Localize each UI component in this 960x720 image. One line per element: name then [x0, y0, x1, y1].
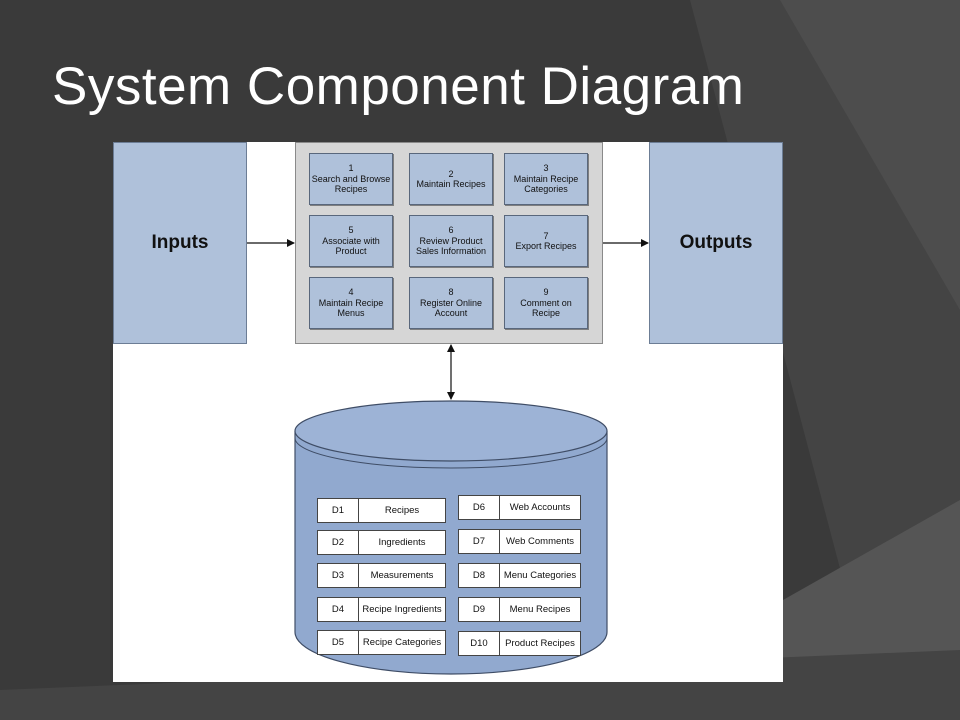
data-store-d6: D6 Web Accounts — [458, 495, 581, 520]
data-store-name: Web Accounts — [509, 502, 571, 513]
data-store-id: D7 — [459, 530, 500, 553]
data-store-d4: D4 Recipe Ingredients — [317, 597, 446, 622]
process-9: 9 Comment on Recipe — [504, 277, 588, 329]
data-store-id: D10 — [459, 632, 500, 655]
process-5-name: Associate with Product — [322, 235, 380, 257]
data-store-d1: D1 Recipes — [317, 498, 446, 523]
data-store-id: D2 — [318, 531, 359, 554]
data-store-id: D4 — [318, 598, 359, 621]
data-store-id: D5 — [318, 631, 359, 654]
data-store-d8: D8 Menu Categories — [458, 563, 581, 588]
process-4-id: 4 — [348, 287, 354, 298]
process-3-id: 3 — [543, 163, 549, 174]
outputs-box: Outputs — [649, 142, 783, 344]
process-5: 5 Associate with Product — [309, 215, 393, 267]
process-2: 2 Maintain Recipes — [409, 153, 493, 205]
process-2-name: Maintain Recipes — [416, 179, 486, 189]
data-store-id: D3 — [318, 564, 359, 587]
inputs-label: Inputs — [151, 232, 209, 253]
data-store-d9: D9 Menu Recipes — [458, 597, 581, 622]
process-panel: 1 Search and Browse Recipes 2 Maintain R… — [295, 142, 603, 344]
process-1-id: 1 — [348, 163, 354, 174]
inputs-box: Inputs — [113, 142, 247, 344]
process-8: 8 Register Online Account — [409, 277, 493, 329]
process-2-id: 2 — [448, 168, 454, 179]
data-store-d3: D3 Measurements — [317, 563, 446, 588]
process-7-name: Export Recipes — [515, 241, 577, 251]
data-store-d5: D5 Recipe Categories — [317, 630, 446, 655]
system-component-diagram: Inputs 1 Search and Browse Recipes 2 Mai… — [113, 142, 783, 682]
data-store-name: Product Recipes — [505, 638, 575, 649]
data-store-d7: D7 Web Comments — [458, 529, 581, 554]
process-6-name: Review Product Sales Information — [415, 235, 487, 257]
process-8-id: 8 — [448, 287, 454, 298]
data-store-id: D1 — [318, 499, 359, 522]
data-store-name: Menu Categories — [503, 570, 577, 581]
outputs-label: Outputs — [679, 232, 753, 253]
data-store-name: Menu Recipes — [509, 604, 571, 615]
process-1-name: Search and Browse Recipes — [311, 173, 391, 195]
data-store-d2: D2 Ingredients — [317, 530, 446, 555]
data-store-name: Recipe Ingredients — [362, 604, 442, 615]
process-5-id: 5 — [348, 225, 354, 236]
process-9-id: 9 — [543, 287, 549, 298]
data-store-name: Ingredients — [378, 537, 426, 548]
data-store-name: Recipe Categories — [362, 637, 442, 648]
process-4: 4 Maintain Recipe Menus — [309, 277, 393, 329]
process-9-name: Comment on Recipe — [520, 297, 572, 319]
data-store-id: D9 — [459, 598, 500, 621]
process-6: 6 Review Product Sales Information — [409, 215, 493, 267]
process-1: 1 Search and Browse Recipes — [309, 153, 393, 205]
process-4-name: Maintain Recipe Menus — [318, 297, 384, 319]
data-store-name: Measurements — [370, 570, 434, 581]
data-store-id: D8 — [459, 564, 500, 587]
process-3: 3 Maintain Recipe Categories — [504, 153, 588, 205]
data-store-name: Recipes — [384, 505, 420, 516]
process-3-name: Maintain Recipe Categories — [513, 173, 579, 195]
data-store-name: Web Comments — [506, 536, 574, 547]
data-store-id: D6 — [459, 496, 500, 519]
process-7-id: 7 — [543, 230, 549, 241]
data-store-d10: D10 Product Recipes — [458, 631, 581, 656]
process-7: 7 Export Recipes — [504, 215, 588, 267]
slide-title: System Component Diagram — [52, 57, 745, 116]
process-8-name: Register Online Account — [419, 297, 483, 319]
process-6-id: 6 — [448, 225, 454, 236]
